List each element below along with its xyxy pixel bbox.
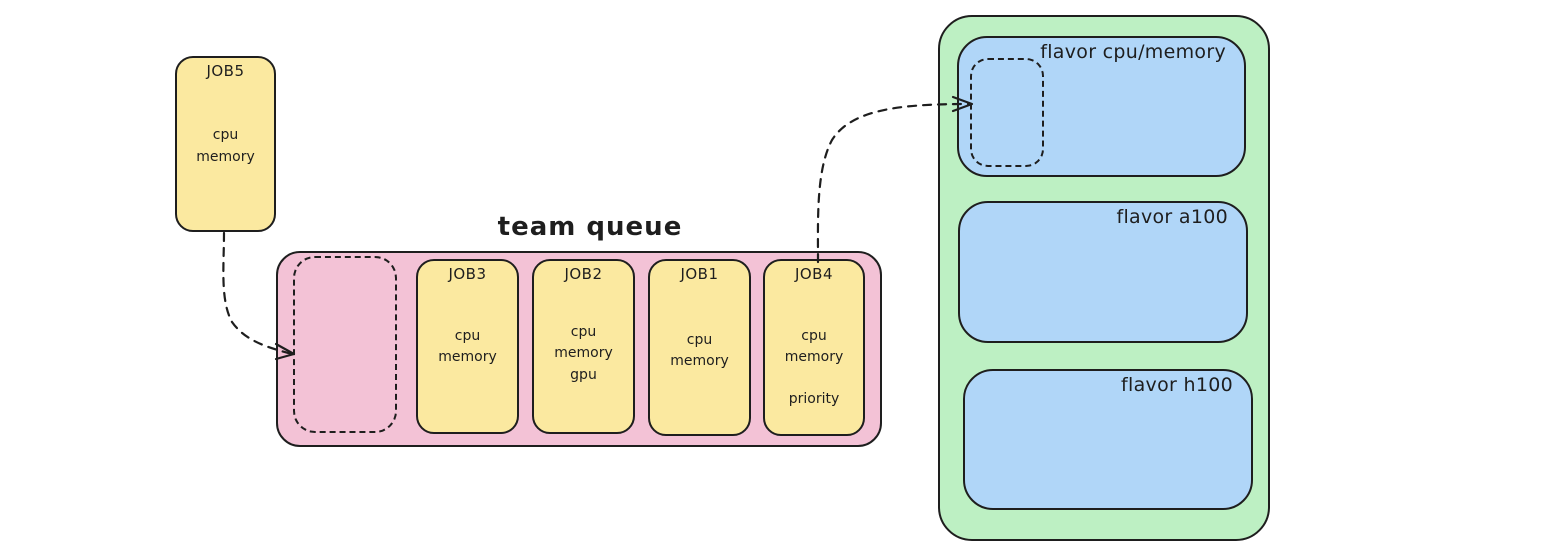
job1-resource-cpu: cpu: [686, 332, 713, 348]
job4-resource-memory: memory: [784, 349, 844, 365]
flavor-a100: flavor a100: [958, 201, 1248, 343]
job4-title: JOB4: [794, 265, 834, 283]
job4-resource-priority: priority: [788, 391, 840, 407]
job5-card: JOB5 cpu memory: [175, 56, 276, 232]
job1-resource-memory: memory: [670, 353, 729, 369]
flavor-h100-label: flavor h100: [1121, 374, 1233, 396]
job1-card: JOB1 cpu memory: [648, 259, 751, 436]
job4-resource-cpu: cpu: [801, 328, 827, 344]
job2-resource-gpu: gpu: [570, 367, 597, 383]
flavor-h100: flavor h100: [963, 369, 1253, 510]
job2-resource-memory: memory: [554, 345, 613, 361]
job2-resource-cpu: cpu: [570, 324, 597, 340]
job5-title: JOB5: [206, 62, 245, 80]
queue-title: team queue: [497, 212, 683, 242]
job3-title: JOB3: [448, 265, 487, 283]
job3-card: JOB3 cpu memory: [416, 259, 519, 434]
job3-resource-cpu: cpu: [454, 328, 481, 344]
flavor-a100-label: flavor a100: [1116, 206, 1228, 228]
job5-resource-memory: memory: [196, 149, 255, 165]
job1-title: JOB1: [680, 265, 719, 283]
job4-card: JOB4 cpu memory priority: [763, 259, 865, 436]
job2-card: JOB2 cpu memory gpu: [532, 259, 635, 434]
job3-resource-memory: memory: [438, 349, 497, 365]
flavor-cpu-memory-label: flavor cpu/memory: [1040, 41, 1226, 63]
queue-empty-slot: [293, 256, 397, 433]
flavor-empty-slot: [970, 58, 1044, 167]
job2-title: JOB2: [564, 265, 603, 283]
job5-resource-cpu: cpu: [212, 127, 239, 143]
